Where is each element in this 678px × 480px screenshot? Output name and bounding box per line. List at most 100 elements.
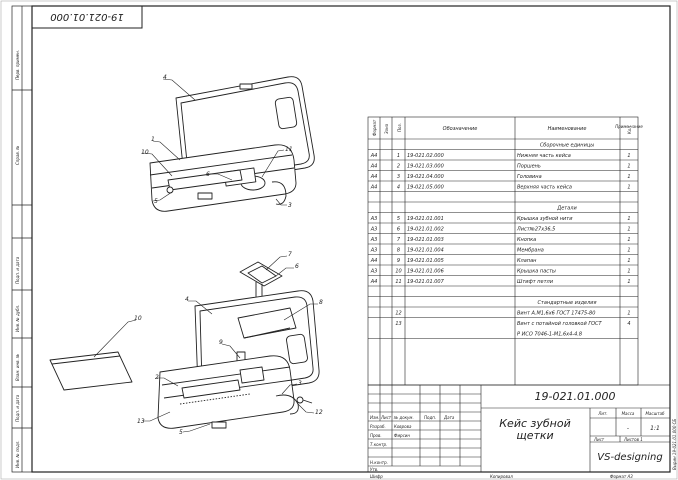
balloon-8: 7 <box>288 251 292 258</box>
balloon-16: 13 <box>137 418 145 425</box>
spec-pos-11: 9 <box>397 258 400 264</box>
balloon-11: 4 <box>185 296 189 303</box>
balloon-15: 3 <box>298 380 302 387</box>
spec-qty-1: 1 <box>627 153 630 159</box>
spec-table-grid <box>367 116 639 386</box>
spec-section-6: Детали <box>556 206 577 212</box>
spec-pos-10: 8 <box>397 248 400 254</box>
bottom-format: Формат A3 <box>610 474 633 479</box>
spec-name-1: Нижняя часть кейса <box>517 153 571 159</box>
title-block-grid <box>367 384 671 473</box>
title-mass-value: - <box>627 425 629 432</box>
spec-format-7: A3 <box>370 216 378 222</box>
balloon-3: 10 <box>141 149 149 156</box>
role-col-change: Изм. <box>370 415 379 420</box>
spec-format-9: A3 <box>370 237 378 243</box>
role-col-docnum: № докум. <box>393 415 414 420</box>
title-lit: Лит. <box>597 411 607 416</box>
top-drawing-number: 19-021.01.000 <box>50 11 124 22</box>
bottom-copied: Копировал <box>490 474 513 479</box>
spec-header-designation: Обозначение <box>443 126 478 132</box>
balloon-1: 4 <box>163 74 167 81</box>
exploded-view <box>49 261 320 429</box>
spec-pos-3: 3 <box>397 174 400 180</box>
spec-header-format: Формат <box>372 119 377 136</box>
spec-designation-1: 19-021.02.000 <box>407 153 444 159</box>
spec-name-3: Головина <box>517 174 542 180</box>
spec-header-qty: Кол. <box>627 125 632 134</box>
bottom-left-code: Шифр <box>370 474 383 479</box>
spec-pos-8: 6 <box>397 227 400 233</box>
assembly-view <box>149 76 315 212</box>
spec-header-note: Приме-чание <box>615 124 643 129</box>
role-col-date: Дата <box>443 415 455 420</box>
balloon-12: 10 <box>134 315 142 322</box>
spec-format-8: A3 <box>370 227 378 233</box>
spec-pos-4: 4 <box>397 185 400 191</box>
spec-qty-2: 1 <box>627 164 630 170</box>
spec-qty-11: 1 <box>627 258 630 264</box>
title-sheets: Листов 1 <box>623 437 643 442</box>
title-scale-value: 1:1 <box>650 425 660 432</box>
spec-designation-10: 19-021.01.004 <box>407 248 444 254</box>
spec-format-10: A3 <box>370 248 378 254</box>
spec-qty-13: 1 <box>627 279 630 285</box>
spec-designation-9: 19-021.01.003 <box>407 237 444 243</box>
role-approved: Утв. <box>370 467 378 472</box>
spec-qty-16: 1 <box>627 311 630 317</box>
spec-pos-17: 13 <box>395 321 401 327</box>
spec-pos-16: 12 <box>395 311 401 317</box>
spec-pos-13: 11 <box>395 279 401 285</box>
strip-label-2: Подп. и дата <box>15 256 20 284</box>
spec-pos-12: 10 <box>395 269 401 275</box>
spec-format-4: A4 <box>370 185 378 191</box>
spec-designation-8: 19-021.01.002 <box>407 227 444 233</box>
spec-name-13: Штифт петли <box>517 279 554 285</box>
spec-name-16: Винт А.М1,6х6 ГОСТ 17475-80 <box>517 311 595 317</box>
balloon-7: 3 <box>288 202 292 209</box>
spec-name-4: Верхняя часть кейса <box>517 185 572 191</box>
spec-name-10: Мембрана <box>517 248 544 254</box>
title-scale: Масштаб <box>645 411 665 416</box>
spec-qty-10: 1 <box>627 248 630 254</box>
spec-name-8: Лист№27х36,5 <box>516 227 555 233</box>
spec-format-12: A3 <box>370 269 378 275</box>
spec-designation-7: 19-021.01.001 <box>407 216 444 222</box>
strip-label-1: Справ. № <box>15 146 20 165</box>
spec-qty-12: 1 <box>627 269 630 275</box>
title-name-line1: Кейс зубной <box>499 417 570 430</box>
balloon-10: 8 <box>319 299 323 306</box>
role-developer: Разраб. <box>370 424 386 429</box>
balloon-5: 6 <box>206 171 210 178</box>
balloon-labels: 4 1 10 11 6 5 3 7 6 8 4 10 9 2 3 13 5 12 <box>134 74 323 436</box>
leader-lines <box>93 78 318 433</box>
spec-pos-7: 5 <box>397 216 400 222</box>
spec-name-17: Винт с потайной головкой ГОСТ <box>517 321 603 327</box>
balloon-17: 5 <box>179 429 183 436</box>
spec-name-12: Крышка пасты <box>517 269 556 275</box>
role-col-sign: Подп. <box>424 415 436 420</box>
top-number-box <box>31 5 143 29</box>
strip-label-5: Подп. и дата <box>15 394 20 422</box>
spec-pos-9: 7 <box>397 237 401 243</box>
balloon-18: 12 <box>315 409 323 416</box>
role-col-sheet: Лист <box>380 415 392 420</box>
spec-name-2: Поршень <box>517 164 541 170</box>
title-name-line2: щетки <box>516 429 553 442</box>
spec-format-3: A4 <box>370 174 378 180</box>
spec-section-0: Сборочные единицы <box>540 143 594 149</box>
spec-designation-2: 19-021.03.000 <box>407 164 444 170</box>
balloon-6: 5 <box>154 198 158 205</box>
balloon-4: 11 <box>285 146 293 153</box>
spec-name-9: Кнопка <box>517 237 536 243</box>
spec-name-11: Клапан <box>517 258 537 264</box>
spec-headers: Формат Зона Поз. Обозначение Наименовани… <box>372 119 643 136</box>
name-checker: Фирсин <box>394 433 410 438</box>
spec-pos-1: 1 <box>397 153 400 159</box>
spec-name2-17: Р ИСО 7046-1-М1,6х4-4.8 <box>517 332 582 338</box>
spec-format-1: A4 <box>370 153 378 159</box>
spec-header-pos: Поз. <box>397 123 402 132</box>
balloon-2: 1 <box>151 136 155 143</box>
